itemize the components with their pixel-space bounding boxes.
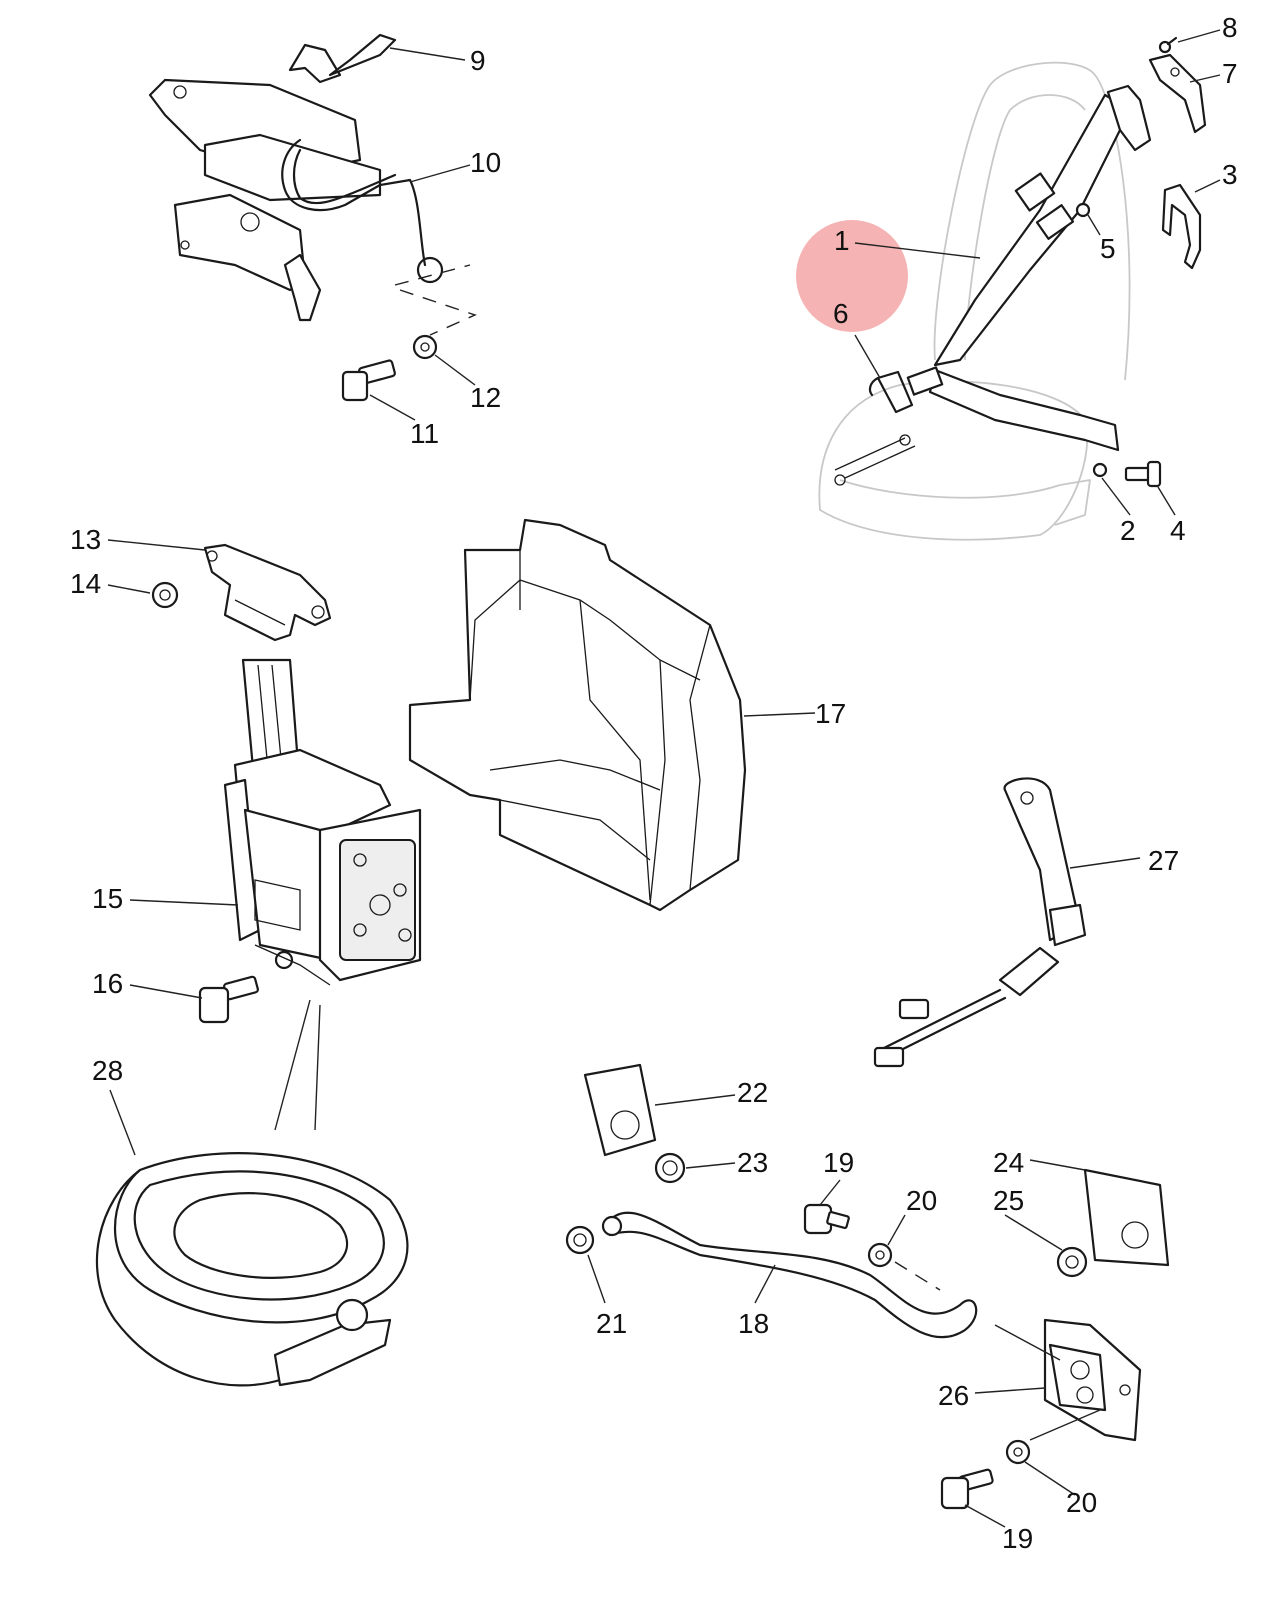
callout-6: 6 xyxy=(833,298,849,329)
callout-18: 18 xyxy=(738,1308,769,1339)
bracket-part-26 xyxy=(1043,1318,1142,1442)
callout-7: 7 xyxy=(1222,58,1238,89)
bolt-part-19-upper xyxy=(803,1203,850,1235)
bracket-part-13 xyxy=(203,543,332,642)
callout-16: 16 xyxy=(92,968,123,999)
belt-retractor-part-15 xyxy=(223,658,422,986)
callout-26: 26 xyxy=(938,1380,969,1411)
grommet-part-21 xyxy=(565,1225,595,1255)
callout-20-lower: 20 xyxy=(1066,1487,1097,1518)
callout-17: 17 xyxy=(815,698,846,729)
callout-15: 15 xyxy=(92,883,123,914)
nut-part-5 xyxy=(1075,202,1091,218)
rod-part-18 xyxy=(601,1211,978,1339)
bracket-part-3 xyxy=(1161,183,1202,270)
callout-19-lower: 19 xyxy=(1002,1523,1033,1554)
washer-part-20-upper xyxy=(867,1242,893,1268)
callout-1: 1 xyxy=(834,225,850,256)
callout-8: 8 xyxy=(1222,12,1238,43)
callout-27: 27 xyxy=(1148,845,1179,876)
bolt-part-19-lower xyxy=(940,1468,994,1510)
callout-4: 4 xyxy=(1170,515,1186,546)
clip-part-9 xyxy=(288,33,397,84)
highlight-circle xyxy=(796,220,908,332)
bolt-part-16 xyxy=(198,975,259,1024)
callout-20-upper: 20 xyxy=(906,1185,937,1216)
screw-part-8 xyxy=(1158,36,1178,54)
buckle-part-27 xyxy=(873,777,1087,1068)
callout-21: 21 xyxy=(596,1308,627,1339)
callout-9: 9 xyxy=(470,45,486,76)
callout-12: 12 xyxy=(470,382,501,413)
bracket-part-7 xyxy=(1148,53,1207,134)
callout-13: 13 xyxy=(70,524,101,555)
callout-19-upper: 19 xyxy=(823,1147,854,1178)
callout-28: 28 xyxy=(92,1055,123,1086)
bolt-part-11 xyxy=(341,359,396,402)
grommet-part-23 xyxy=(654,1152,686,1184)
washer-part-20-lower xyxy=(1005,1439,1031,1465)
callout-24: 24 xyxy=(993,1147,1024,1178)
cover-part-24 xyxy=(1083,1168,1170,1267)
leader-lines xyxy=(107,29,1221,1528)
callout-3: 3 xyxy=(1222,159,1238,190)
callout-labels: 1 2 3 4 5 6 7 8 9 10 11 12 13 14 15 16 1… xyxy=(70,12,1238,1554)
callout-5: 5 xyxy=(1100,233,1116,264)
seat-belt-assembly xyxy=(818,61,1152,541)
grommet-part-25 xyxy=(1056,1246,1088,1278)
bolt-part-4 xyxy=(1124,460,1162,488)
callout-10: 10 xyxy=(470,147,501,178)
cover-part-22 xyxy=(583,1063,657,1157)
washer-part-12 xyxy=(412,334,438,360)
callout-23: 23 xyxy=(737,1147,768,1178)
callout-2: 2 xyxy=(1120,515,1136,546)
mounting-bracket-part-10 xyxy=(148,78,444,322)
callout-11: 11 xyxy=(410,418,439,449)
nut-part-14 xyxy=(151,581,179,609)
trim-panel-part-17 xyxy=(408,518,747,912)
callout-14: 14 xyxy=(70,568,101,599)
cable-harness-part-28 xyxy=(95,1152,409,1387)
callout-22: 22 xyxy=(737,1077,768,1108)
callout-25: 25 xyxy=(993,1185,1024,1216)
